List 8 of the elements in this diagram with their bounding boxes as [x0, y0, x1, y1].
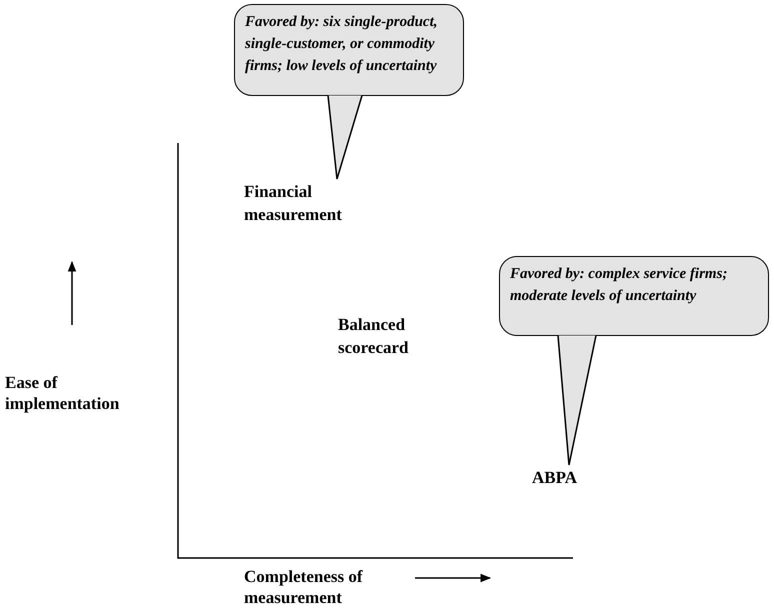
axis-label: Ease of implementation — [5, 372, 120, 414]
point-label: Financial measurement — [244, 180, 362, 226]
callout-bubble: Favored by: six single-product, single-customer, or commodity firms; low levels of uncertainty — [234, 4, 464, 96]
axis-label: Completeness of measurement — [244, 566, 364, 608]
callout-tail — [557, 334, 597, 466]
point-label: ABPA — [532, 466, 596, 492]
point-label: Balanced scorecard — [338, 313, 442, 365]
callout-tail — [327, 94, 363, 180]
